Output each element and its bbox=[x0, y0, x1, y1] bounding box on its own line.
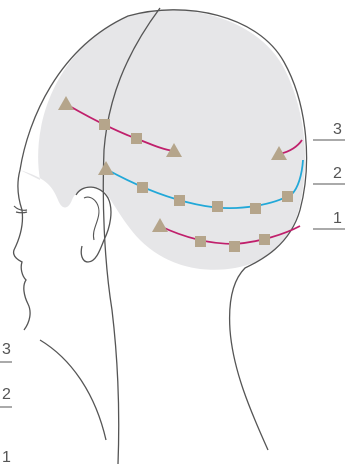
square-marker bbox=[259, 234, 270, 245]
square-marker bbox=[99, 119, 110, 130]
right-label-2: 2 bbox=[333, 165, 342, 182]
ear-inner bbox=[84, 197, 99, 240]
square-marker bbox=[195, 236, 206, 247]
face-profile bbox=[14, 170, 30, 330]
square-marker bbox=[212, 201, 223, 212]
square-marker bbox=[250, 203, 261, 214]
square-marker bbox=[229, 241, 240, 252]
neck-front bbox=[40, 340, 106, 440]
left-label-1: 1 bbox=[2, 449, 11, 464]
square-marker bbox=[137, 182, 148, 193]
right-label-1: 1 bbox=[333, 210, 342, 227]
left-label-3: 3 bbox=[2, 341, 11, 358]
square-marker bbox=[131, 133, 142, 144]
square-marker bbox=[174, 195, 185, 206]
square-marker bbox=[282, 191, 293, 202]
left-label-2: 2 bbox=[2, 386, 11, 403]
right-label-3: 3 bbox=[333, 121, 342, 138]
